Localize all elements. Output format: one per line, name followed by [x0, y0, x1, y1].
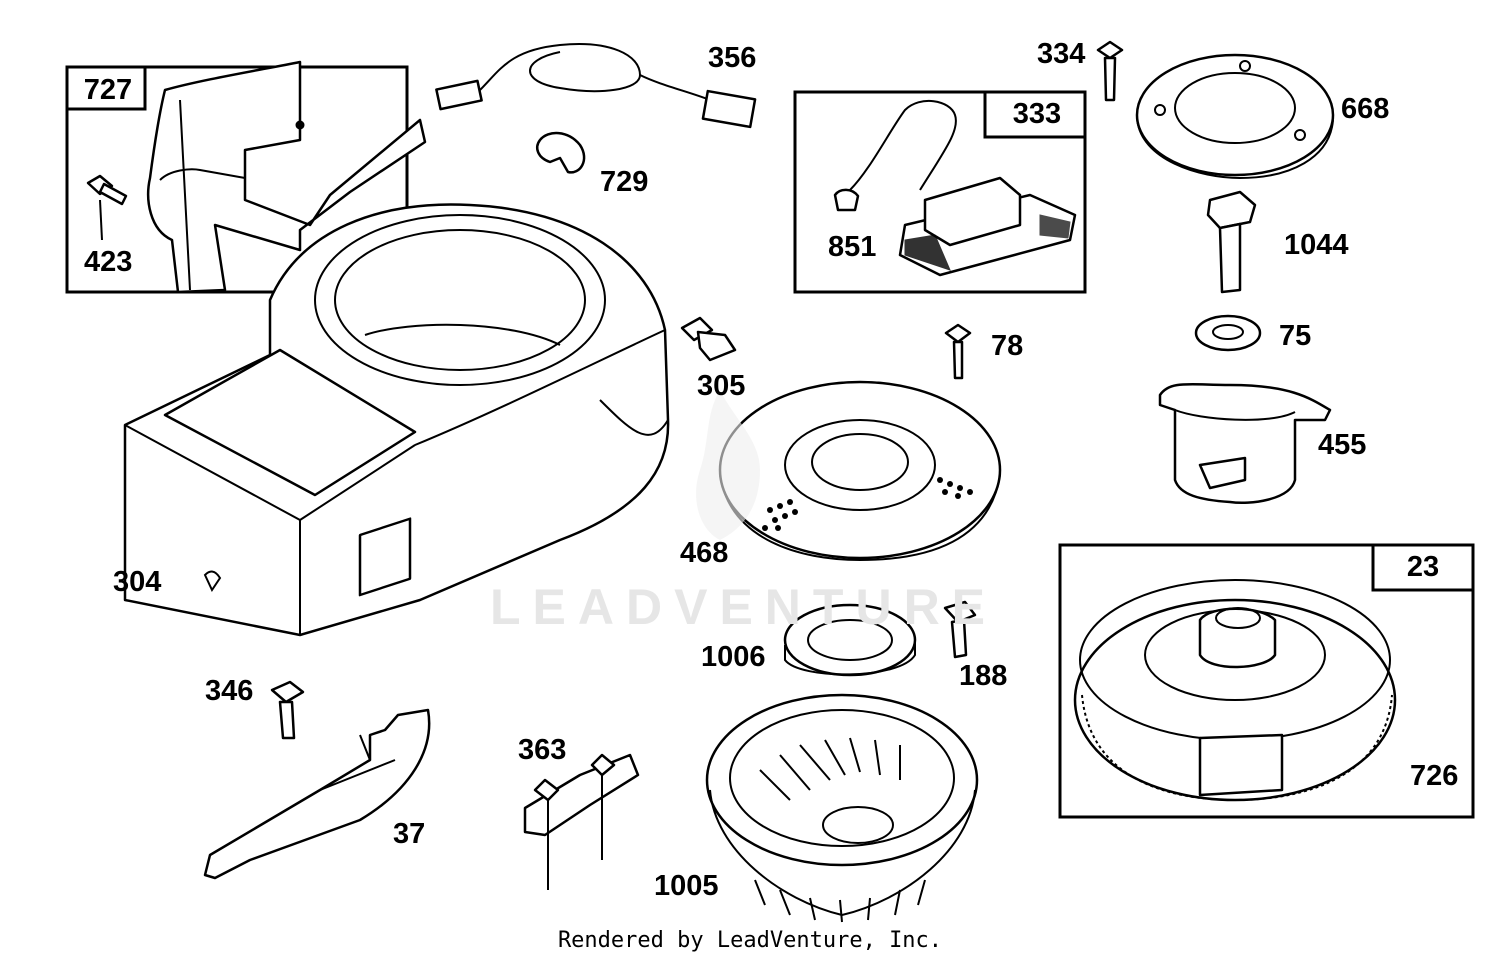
ignition-coil-part[interactable] [833, 99, 1077, 277]
callout-346[interactable]: 346 [205, 675, 254, 707]
callout-668[interactable]: 668 [1341, 93, 1390, 125]
callout-23[interactable]: 23 [1406, 551, 1440, 583]
callout-188[interactable]: 188 [959, 660, 1008, 692]
callout-37[interactable]: 37 [393, 818, 426, 850]
flywheel-726-part[interactable] [1073, 579, 1397, 802]
group-box-727 [65, 65, 409, 294]
callout-726[interactable]: 726 [1410, 760, 1459, 792]
screw-346-part[interactable] [270, 680, 305, 740]
callout-455[interactable]: 455 [1318, 429, 1367, 461]
group-label-box-727 [65, 65, 147, 111]
callout-729[interactable]: 729 [600, 166, 649, 198]
screw-78-part[interactable] [944, 323, 972, 380]
retainer-1006-part[interactable] [783, 603, 917, 677]
air-baffle-part[interactable] [146, 60, 427, 294]
group-box-23 [1058, 543, 1475, 819]
washer-75-part[interactable] [1194, 314, 1262, 352]
watermark-logo [696, 390, 760, 540]
watermark-text: LEADVENTURE [490, 579, 998, 635]
plate-668-part[interactable] [1135, 53, 1335, 180]
callout-1044[interactable]: 1044 [1284, 229, 1349, 261]
grommet-729-part[interactable] [536, 131, 586, 174]
callout-1006[interactable]: 1006 [701, 641, 766, 673]
screw-305-part[interactable] [680, 316, 737, 362]
bracket-363-part[interactable] [523, 753, 640, 890]
fan-1005-part[interactable] [705, 693, 979, 923]
callout-75[interactable]: 75 [1279, 320, 1312, 352]
callout-78[interactable]: 78 [991, 330, 1024, 362]
callout-423[interactable]: 423 [84, 246, 133, 278]
group-label-box-23 [1371, 543, 1475, 592]
air-guide-37-part[interactable] [203, 708, 431, 880]
callout-356[interactable]: 356 [708, 42, 757, 74]
screw-423-part[interactable] [86, 174, 128, 241]
screw-334-part[interactable] [1096, 40, 1124, 102]
callout-334[interactable]: 334 [1037, 38, 1086, 70]
group-box-333 [793, 90, 1087, 294]
callout-305[interactable]: 305 [697, 370, 746, 402]
callout-468[interactable]: 468 [680, 537, 729, 569]
bolt-1044-part[interactable] [1206, 190, 1257, 294]
blower-housing-304-part[interactable] [123, 203, 670, 637]
callout-1005[interactable]: 1005 [654, 870, 719, 902]
callout-363[interactable]: 363 [518, 734, 567, 766]
cup-455-part[interactable] [1158, 382, 1332, 505]
callout-851[interactable]: 851 [828, 231, 877, 263]
screw-188-part[interactable] [943, 600, 977, 659]
callout-304[interactable]: 304 [113, 566, 162, 598]
callout-333[interactable]: 333 [1012, 98, 1062, 130]
wire-harness-356-part[interactable] [435, 43, 757, 129]
group-label-box-333 [983, 90, 1087, 139]
callout-727[interactable]: 727 [83, 74, 133, 106]
footer-credit: Rendered by LeadVenture, Inc. [557, 928, 943, 953]
rotating-screen-468-part[interactable] [718, 380, 1002, 562]
